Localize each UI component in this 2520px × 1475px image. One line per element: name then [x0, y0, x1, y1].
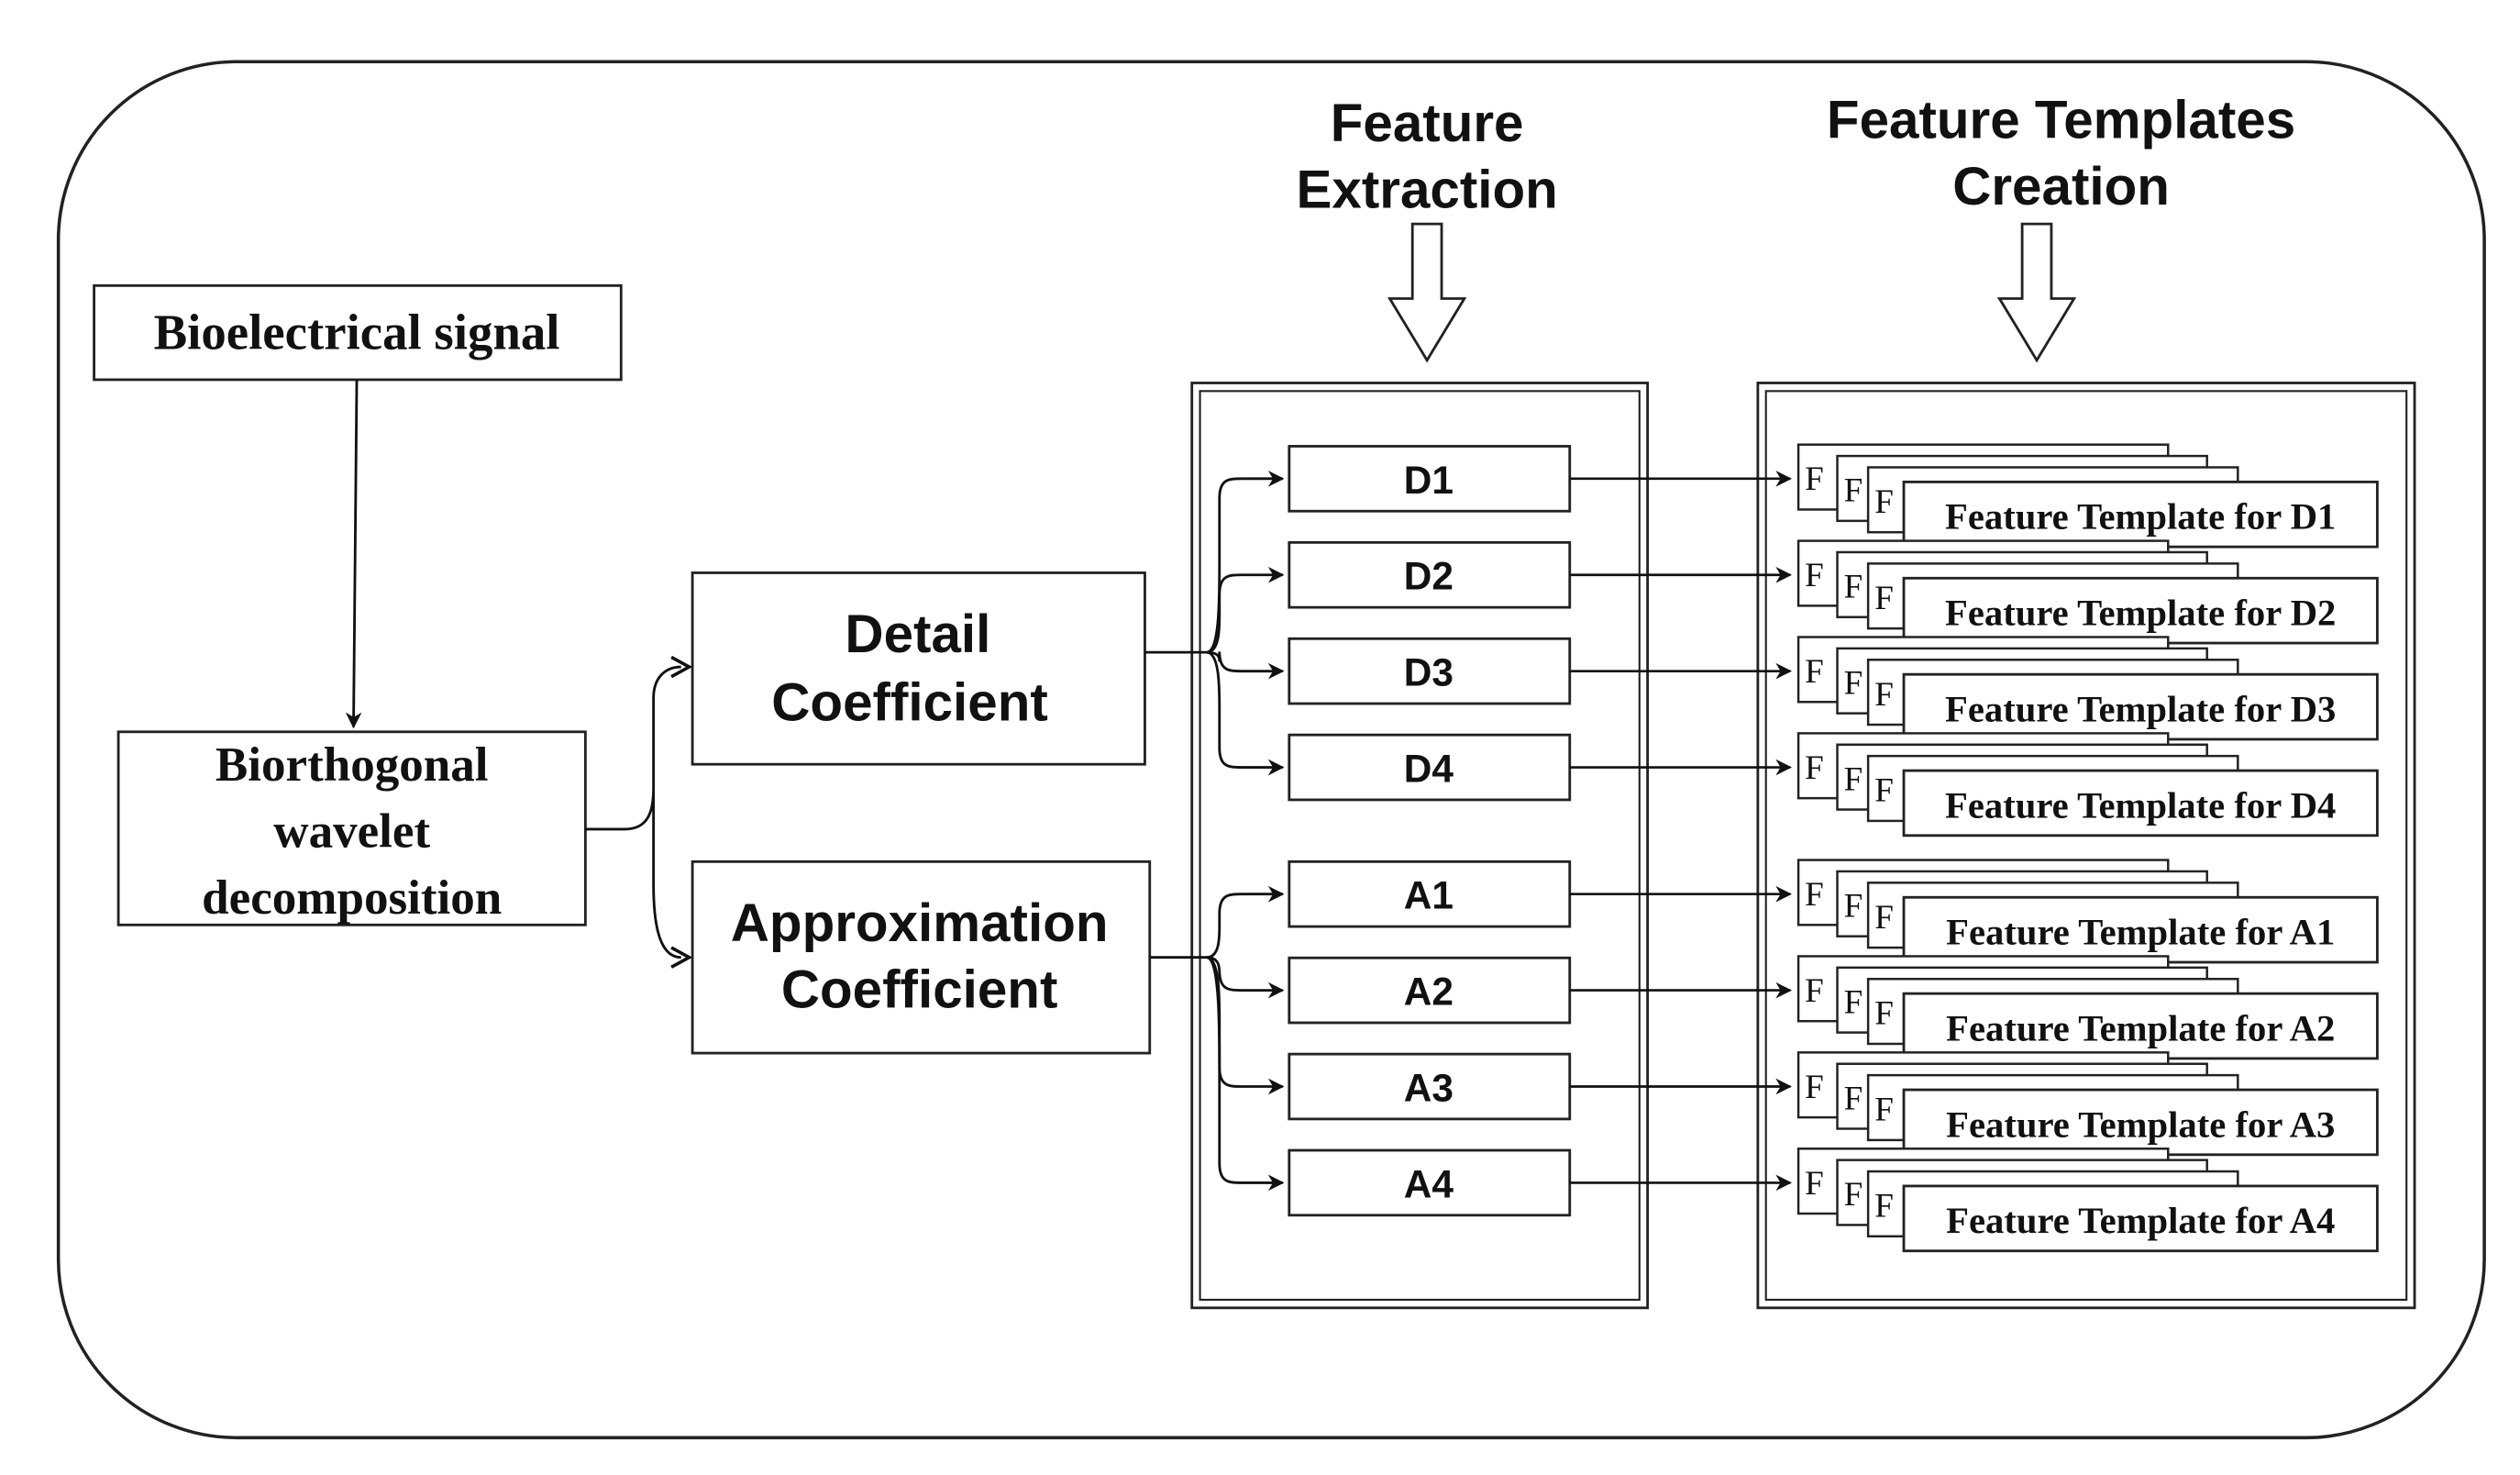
- level-label-a4: A4: [1404, 1162, 1454, 1205]
- template-label-a3: Feature Template for A3: [1946, 1103, 2335, 1145]
- branch-a1: [1206, 885, 1285, 959]
- level-label-a3: A3: [1404, 1066, 1453, 1109]
- template-sheet-prefix: F: [1805, 972, 1824, 1010]
- approximation-coefficient-label-line-1: Approximation: [731, 893, 1109, 953]
- level-label-d2: D2: [1404, 555, 1453, 598]
- approximation-coefficient-label-line-2: Coefficient: [781, 960, 1057, 1020]
- template-sheet-prefix: F: [1805, 1165, 1824, 1203]
- branch-d2: [1206, 566, 1285, 654]
- template-sheet-prefix: F: [1844, 664, 1863, 702]
- decomposition-split-connector: [585, 665, 681, 959]
- template-sheet-prefix: F: [1874, 995, 1894, 1033]
- level-box-d4: [1288, 733, 1572, 802]
- detail-coefficient-box: [691, 571, 1146, 766]
- template-label-d4: Feature Template for D4: [1945, 784, 2336, 826]
- level-label-d1: D1: [1404, 459, 1453, 502]
- template-front-sheet: [1902, 480, 2379, 549]
- feature-extraction-header-line-1: Feature: [1331, 94, 1524, 153]
- decomposition-label-line-2: wavelet: [273, 804, 430, 858]
- branch-d4: [1206, 650, 1285, 776]
- decomposition-label-line-3: decomposition: [202, 871, 502, 925]
- template-sheet-prefix: F: [1874, 772, 1894, 810]
- template-sheet-prefix: F: [1844, 983, 1863, 1021]
- level-box-d1: [1288, 445, 1572, 513]
- template-sheet-prefix: F: [1844, 472, 1863, 510]
- template-label-a1: Feature Template for A1: [1946, 912, 2335, 953]
- branch-a2: [1206, 956, 1285, 999]
- template-sheet-prefix: F: [1805, 876, 1824, 914]
- template-front-sheet: [1902, 895, 2379, 964]
- level-to-template-arrows: [1569, 471, 1793, 1192]
- coefficient-branch-connectors: [1144, 471, 1285, 1192]
- template-sheet-prefix: F: [1874, 580, 1894, 617]
- template-sheet-prefix: F: [1844, 1080, 1863, 1117]
- level-box-a2: [1288, 956, 1572, 1025]
- decomposition-box: [116, 730, 587, 926]
- template-front-sheet: [1902, 672, 2379, 741]
- template-label-d2: Feature Template for D2: [1945, 593, 2336, 634]
- template-sheet-prefix: F: [1874, 676, 1894, 714]
- template-label-d3: Feature Template for D3: [1945, 688, 2336, 729]
- template-label-a4: Feature Template for A4: [1946, 1200, 2335, 1241]
- template-sheet-prefix: F: [1844, 760, 1863, 798]
- template-sheet-prefix: F: [1805, 749, 1824, 787]
- feature-templates-down-arrow-icon: [1996, 222, 2077, 363]
- level-label-d4: D4: [1404, 747, 1454, 790]
- template-label-d1: Feature Template for D1: [1945, 496, 2336, 538]
- feature-extraction-down-arrow-icon: [1387, 222, 1467, 363]
- decomposition-label-line-1: Biorthogonal: [216, 738, 489, 792]
- template-front-sheet: [1902, 576, 2379, 645]
- detail-coefficient-label-line-2: Coefficient: [771, 672, 1047, 732]
- template-front-sheet: [1902, 992, 2379, 1060]
- template-sheet-prefix: F: [1844, 887, 1863, 925]
- template-sheet-prefix: F: [1874, 483, 1894, 521]
- approximation-coefficient-box: [691, 859, 1152, 1055]
- level-label-a1: A1: [1404, 874, 1453, 917]
- branch-d3: [1206, 650, 1285, 680]
- branch-a4: [1206, 956, 1285, 1192]
- detail-coefficient-label-line-1: Detail: [845, 604, 990, 664]
- template-sheet-prefix: F: [1805, 460, 1824, 498]
- template-sheet-prefix: F: [1874, 899, 1894, 937]
- template-sheet-prefix: F: [1805, 1069, 1824, 1106]
- template-sheet-prefix: F: [1805, 557, 1824, 594]
- bioelectrical-signal-label: Bioelectrical signal: [154, 304, 560, 360]
- level-box-a1: [1288, 859, 1572, 928]
- level-label-d3: D3: [1404, 651, 1453, 694]
- level-box-d2: [1288, 540, 1572, 609]
- feature-templates-header-line-1: Feature Templates: [1827, 90, 2295, 150]
- level-label-a2: A2: [1404, 970, 1453, 1014]
- feature-templates-header-line-2: Creation: [1952, 157, 2170, 216]
- template-front-sheet: [1902, 769, 2379, 837]
- template-sheet-prefix: F: [1805, 653, 1824, 691]
- template-sheet-prefix: F: [1844, 569, 1863, 606]
- template-label-a2: Feature Template for A2: [1946, 1007, 2335, 1048]
- template-sheet-prefix: F: [1874, 1188, 1894, 1225]
- branch-d1: [1206, 471, 1285, 654]
- bioelectrical-signal-box: [93, 283, 623, 382]
- signal-to-decomposition-arrow: [345, 379, 362, 729]
- feature-extraction-header-line-2: Extraction: [1296, 160, 1557, 219]
- template-front-sheet: [1902, 1184, 2379, 1253]
- template-sheet-prefix: F: [1844, 1176, 1863, 1214]
- template-sheet-prefix: F: [1874, 1092, 1894, 1129]
